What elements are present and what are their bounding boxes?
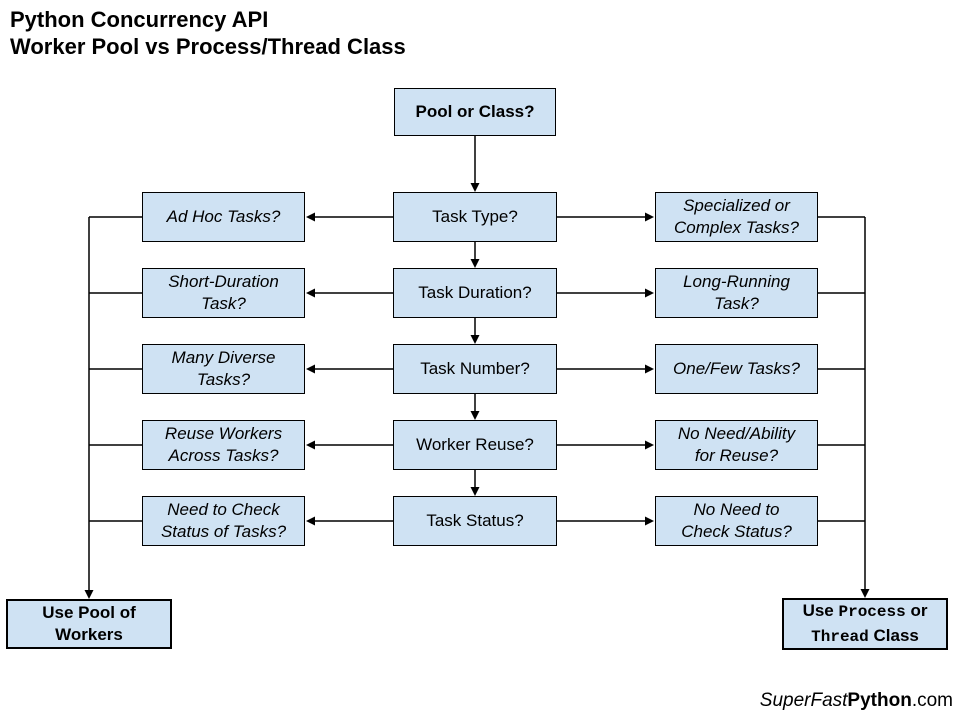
node-no-need-ability-reuse: No Need/Ability for Reuse? xyxy=(655,420,818,470)
brand-superfast: SuperFast xyxy=(759,690,848,711)
outcome-right-line-1: Use Process or xyxy=(803,599,928,624)
node-specialized-complex: Specialized or Complex Tasks? xyxy=(655,192,818,242)
node-reuse-workers: Reuse Workers Across Tasks? xyxy=(142,420,305,470)
brand-watermark: SuperFastPython.com xyxy=(760,690,953,712)
page-title: Python Concurrency API Worker Pool vs Pr… xyxy=(10,6,406,60)
left-rail xyxy=(84,216,142,599)
word-or: or xyxy=(910,601,928,620)
node-ad-hoc-tasks: Ad Hoc Tasks? xyxy=(142,192,305,242)
word-class: Class xyxy=(873,626,919,645)
left-branch-arrows xyxy=(306,212,393,526)
node-task-duration: Task Duration? xyxy=(393,268,557,318)
node-one-few-tasks: One/Few Tasks? xyxy=(655,344,818,394)
title-line-1: Python Concurrency API xyxy=(10,7,269,32)
node-need-check-status: Need to Check Status of Tasks? xyxy=(142,496,305,546)
code-thread: Thread xyxy=(811,628,869,646)
node-task-number: Task Number? xyxy=(393,344,557,394)
node-use-pool-of-workers: Use Pool of Workers xyxy=(6,599,172,649)
word-use: Use xyxy=(802,601,834,620)
node-many-diverse-tasks: Many Diverse Tasks? xyxy=(142,344,305,394)
node-task-status: Task Status? xyxy=(393,496,557,546)
title-line-2: Worker Pool vs Process/Thread Class xyxy=(10,34,406,59)
right-branch-arrows xyxy=(557,212,654,526)
node-long-running-task: Long-Running Task? xyxy=(655,268,818,318)
node-pool-or-class: Pool or Class? xyxy=(394,88,556,136)
node-worker-reuse: Worker Reuse? xyxy=(393,420,557,470)
node-no-need-check-status: No Need to Check Status? xyxy=(655,496,818,546)
brand-python: Python xyxy=(847,690,912,711)
right-rail xyxy=(818,216,870,598)
node-use-process-thread-class: Use Process or Thread Class xyxy=(782,598,948,650)
node-short-duration-task: Short-Duration Task? xyxy=(142,268,305,318)
node-task-type: Task Type? xyxy=(393,192,557,242)
outcome-right-line-2: Thread Class xyxy=(811,624,919,649)
code-process: Process xyxy=(838,603,906,621)
brand-dotcom: .com xyxy=(911,690,953,711)
